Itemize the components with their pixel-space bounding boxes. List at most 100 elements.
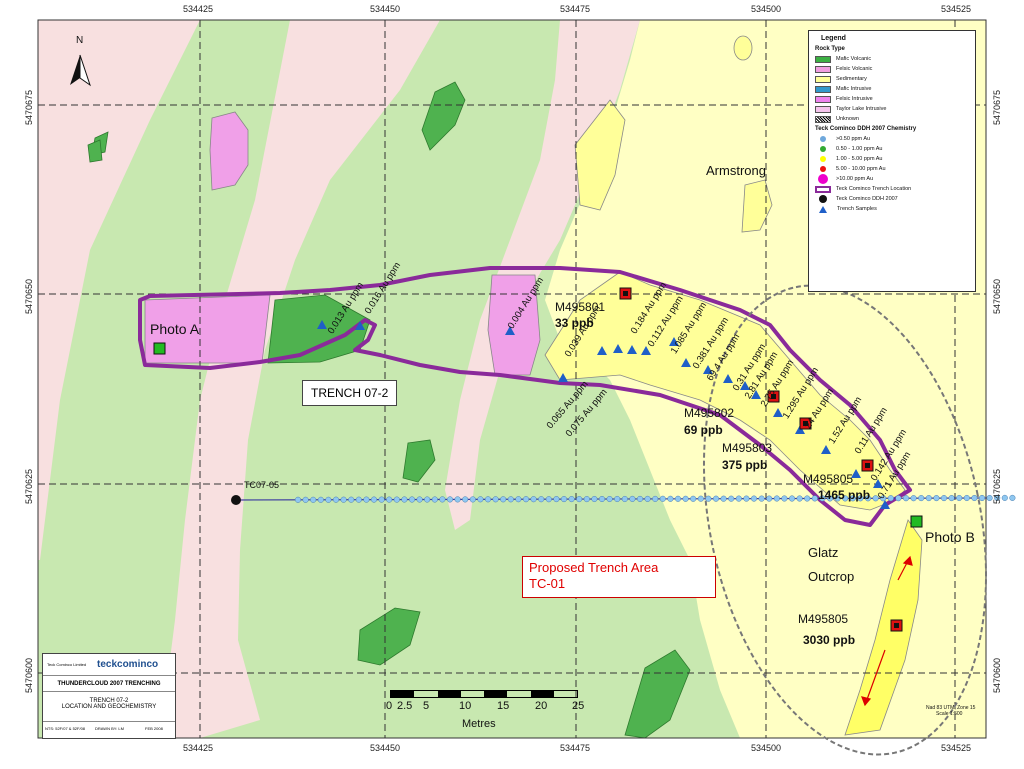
legend-label: Trench Samples	[837, 206, 877, 212]
drillhole-sample-dot	[994, 494, 1001, 501]
legend-chem-title: Teck Cominco DDH 2007 Chemistry	[815, 126, 917, 132]
drillhole-sample-dot	[918, 495, 925, 502]
trench-location-swatch	[815, 185, 831, 193]
datum-label: Nad 83 UTM, Zone 15	[926, 705, 976, 711]
drillhole-sample-dot	[819, 495, 826, 502]
sample-id: M495802	[684, 406, 735, 420]
proposed-area-line2: TC-01	[529, 576, 566, 591]
scale-tick: 5	[423, 700, 430, 712]
felsic-intrusive-3	[487, 274, 541, 376]
felsic-band-left	[38, 20, 200, 560]
drillhole-sample-dot	[652, 495, 659, 502]
armstrong-blob-1	[733, 35, 753, 61]
drillhole-sample-dot	[545, 496, 552, 503]
drillhole-sample-dot	[781, 495, 788, 502]
project-name: THUNDERCLOUD 2007 TRENCHING	[43, 676, 175, 692]
drillhole-sample-dot	[758, 495, 765, 502]
drillhole-sample-dot	[971, 494, 978, 502]
drillhole-sample-dot	[439, 496, 446, 503]
sample-id: M495805	[798, 612, 849, 626]
legend-row: Unknown	[815, 114, 969, 124]
photo-a-label: Photo A	[150, 321, 200, 337]
sample-value: 69 ppb	[684, 423, 723, 437]
title-block: Teck Cominco Limited teckcominco THUNDER…	[42, 653, 176, 739]
drillhole-sample-dot	[750, 495, 758, 502]
drillhole-sample-dot	[469, 496, 476, 503]
drillhole-sample-dot	[576, 496, 583, 503]
drillhole-sample-dot	[355, 496, 362, 503]
drillhole-sample-dot	[849, 495, 856, 502]
map-frame	[37, 19, 987, 739]
photo-b-label: Photo B	[925, 529, 975, 545]
drillhole-sample-dot	[986, 494, 993, 502]
scale-tick: 20	[535, 700, 548, 712]
north-arrow-icon	[70, 54, 91, 87]
outcrop-label: Outcrop	[808, 569, 855, 584]
legend-row: Trench Samples	[815, 204, 969, 214]
scale-tick: 15	[497, 700, 510, 712]
drillhole-sample-dot	[910, 495, 917, 502]
northing-label: 5470625	[24, 468, 34, 504]
sample-value: 1465 ppb	[818, 488, 871, 502]
felsic-band-center	[160, 20, 440, 738]
northing-label: 5470650	[992, 278, 1002, 314]
red-arrows	[861, 555, 913, 707]
drillhole-sample-dot	[690, 495, 697, 502]
legend-row: >0.50 ppm Au	[815, 134, 969, 144]
legend-label: Taylor Lake Intrusive	[836, 106, 887, 112]
easting-label: 534450	[370, 4, 401, 14]
sample-id: M495805	[803, 472, 854, 486]
drillhole-sample-dot	[826, 495, 834, 502]
drillhole-sample-dot	[933, 495, 940, 502]
drillhole-samples	[294, 494, 1016, 503]
drillhole-sample-dot	[720, 495, 727, 502]
drillhole-sample-dot	[788, 495, 796, 502]
trench-sample-triangle	[873, 479, 883, 488]
drillhole-sample-dot	[834, 495, 841, 502]
legend-label: Felsic Volcanic	[836, 66, 873, 72]
company-small: Teck Cominco Limited	[47, 662, 87, 667]
legend-row: Felsic Intrusive	[815, 94, 969, 104]
drillhole-sample-dot	[864, 495, 872, 502]
drillhole-collar	[231, 495, 241, 505]
drillhole-label: TC07-05	[244, 480, 280, 490]
drillhole-sample-dot	[948, 495, 955, 502]
title-line2: LOCATION AND GEOCHEMISTRY	[61, 704, 157, 710]
drillhole-sample-dot	[842, 495, 849, 502]
northing-label: 5470625	[992, 468, 1002, 504]
drillhole-sample-dot	[348, 496, 355, 503]
mafic-patch-3	[87, 139, 103, 163]
drillhole-sample-dot	[454, 496, 461, 503]
easting-label: 534425	[183, 4, 214, 14]
drillhole-sample-dot	[522, 496, 530, 503]
trench-sample-triangle	[681, 358, 691, 367]
legend-label: Unknown	[836, 116, 859, 122]
armstrong-blob-3	[741, 179, 773, 233]
legend-label: Teck Cominco DDH 2007	[836, 196, 898, 202]
drillhole-sample-dot	[560, 496, 568, 503]
drillhole-sample-dot	[667, 495, 674, 502]
sed-trench	[544, 271, 906, 511]
legend-label: 5.00 - 10.00 ppm Au	[836, 166, 886, 172]
sample-id: M495803	[722, 441, 773, 455]
armstrong-label: Armstrong	[706, 163, 766, 178]
easting-label: 534450	[370, 743, 401, 753]
drillhole-sample-dot	[636, 495, 644, 502]
northing-label: 5470675	[24, 89, 34, 125]
drillhole-sample-dot	[705, 495, 712, 502]
drillhole-sample-dot	[880, 495, 887, 502]
drillhole-sample-dot	[1001, 494, 1008, 501]
legend-row: Sedimentary	[815, 74, 969, 84]
mafic-patch-6	[624, 649, 691, 739]
trench-sample-triangle	[505, 326, 515, 335]
scale-ratio: Scale 1:500	[936, 711, 963, 717]
drillhole-sample-dot	[598, 495, 606, 503]
drillhole-sample-dot	[325, 496, 332, 503]
drillhole-sample-dot	[804, 495, 811, 502]
sample-value: 33 ppb	[555, 316, 594, 330]
legend-row: 0.50 - 1.00 ppm Au	[815, 144, 969, 154]
legend-label: 0.50 - 1.00 ppm Au	[836, 146, 883, 152]
photo-b-marker	[910, 515, 923, 528]
drillhole-sample-dot	[1009, 494, 1016, 501]
scale-tick: 0	[386, 700, 393, 712]
